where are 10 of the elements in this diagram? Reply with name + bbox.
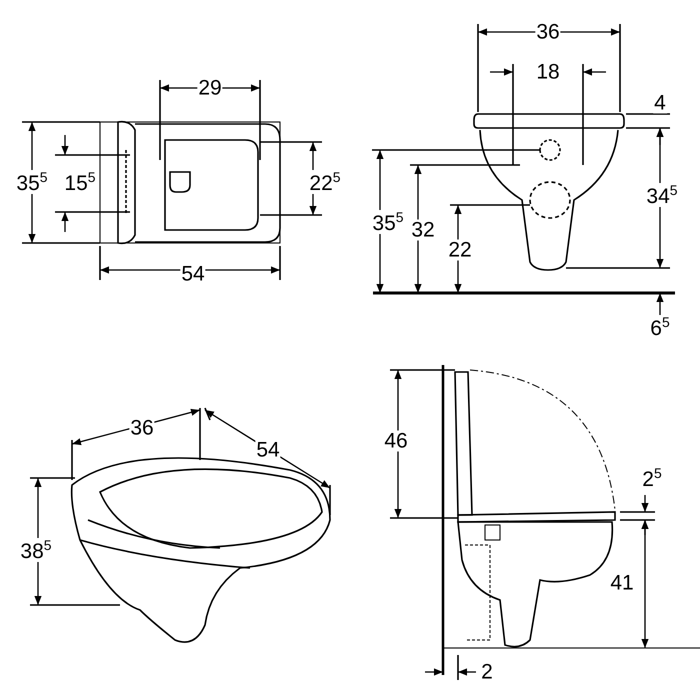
dimension-label: 22 — [447, 240, 473, 260]
dimension-label: 4 — [653, 92, 667, 114]
dimension-label: 46 — [383, 430, 409, 452]
dimension-label: 34$^{5}$ — [645, 183, 679, 207]
dimension-label: 22$^{5}$ — [308, 170, 342, 194]
dimension-label: 35$^{5}$ — [15, 170, 49, 194]
dimension-label: 32 — [410, 220, 436, 240]
dimension-label: 38$^{5}$ — [19, 538, 53, 562]
dimension-label: 54 — [255, 440, 281, 460]
dimension-label: 35$^{5}$ — [371, 210, 405, 234]
